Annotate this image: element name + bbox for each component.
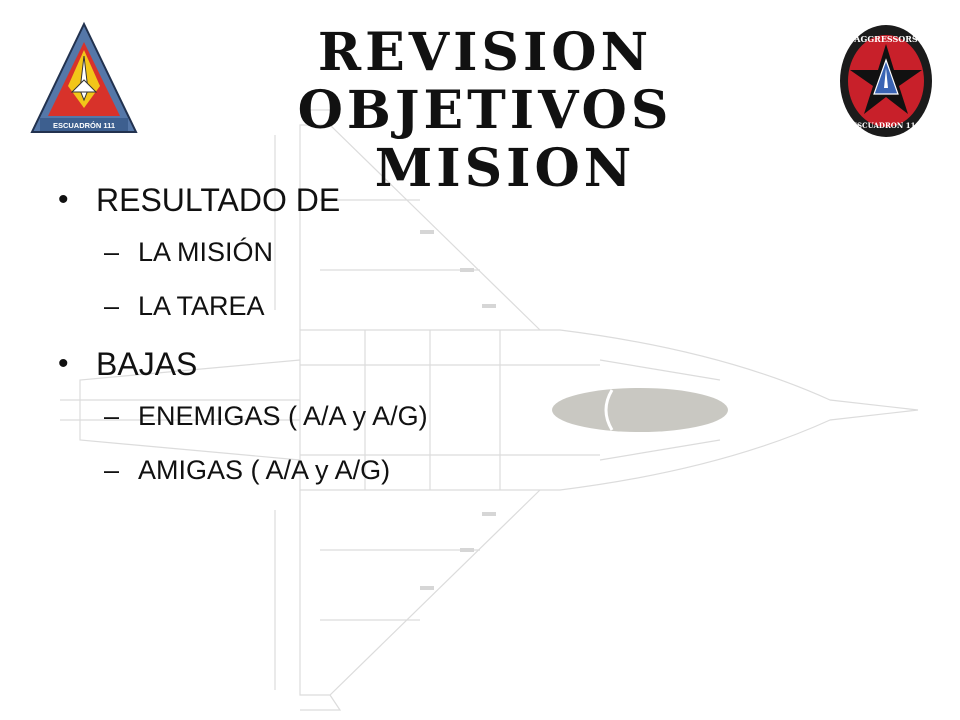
sub-bullet-item: – AMIGAS ( A/A y A/G) [58, 452, 878, 488]
sub-bullet-text: LA TAREA [138, 291, 265, 321]
squadron-111-emblem-icon: ESCUADRÓN 111 [30, 21, 138, 133]
bullet-item: BAJAS [58, 342, 878, 386]
right-logo-top-text: AGGRESSORS [853, 34, 918, 44]
bullet-list: RESULTADO DE – LA MISIÓN – LA TAREA BAJA… [58, 178, 878, 506]
sub-bullet-item: – ENEMIGAS ( A/A y A/G) [58, 398, 878, 434]
dash-marker: – [104, 291, 120, 321]
sub-bullet-text: ENEMIGAS ( A/A y A/G) [138, 401, 428, 431]
dash-marker: – [104, 401, 120, 431]
sub-bullet-item: – LA MISIÓN [58, 234, 878, 270]
aggressors-patch-icon: AGGRESSORS ESCUADRON 111 [840, 25, 932, 137]
dash-marker: – [104, 455, 120, 485]
slide-title: REVISION OBJETIVOS MISION [140, 24, 830, 198]
title-line-1: REVISION OBJETIVOS [297, 22, 673, 141]
sub-bullet-text: AMIGAS ( A/A y A/G) [138, 455, 391, 485]
dash-marker: – [104, 237, 120, 267]
right-logo-bottom-text: ESCUADRON 111 [852, 121, 921, 130]
bullet-item: RESULTADO DE [58, 178, 878, 222]
left-logo-text: ESCUADRÓN 111 [53, 121, 115, 130]
sub-bullet-text: LA MISIÓN [138, 237, 274, 267]
sub-bullet-item: – LA TAREA [58, 288, 878, 324]
